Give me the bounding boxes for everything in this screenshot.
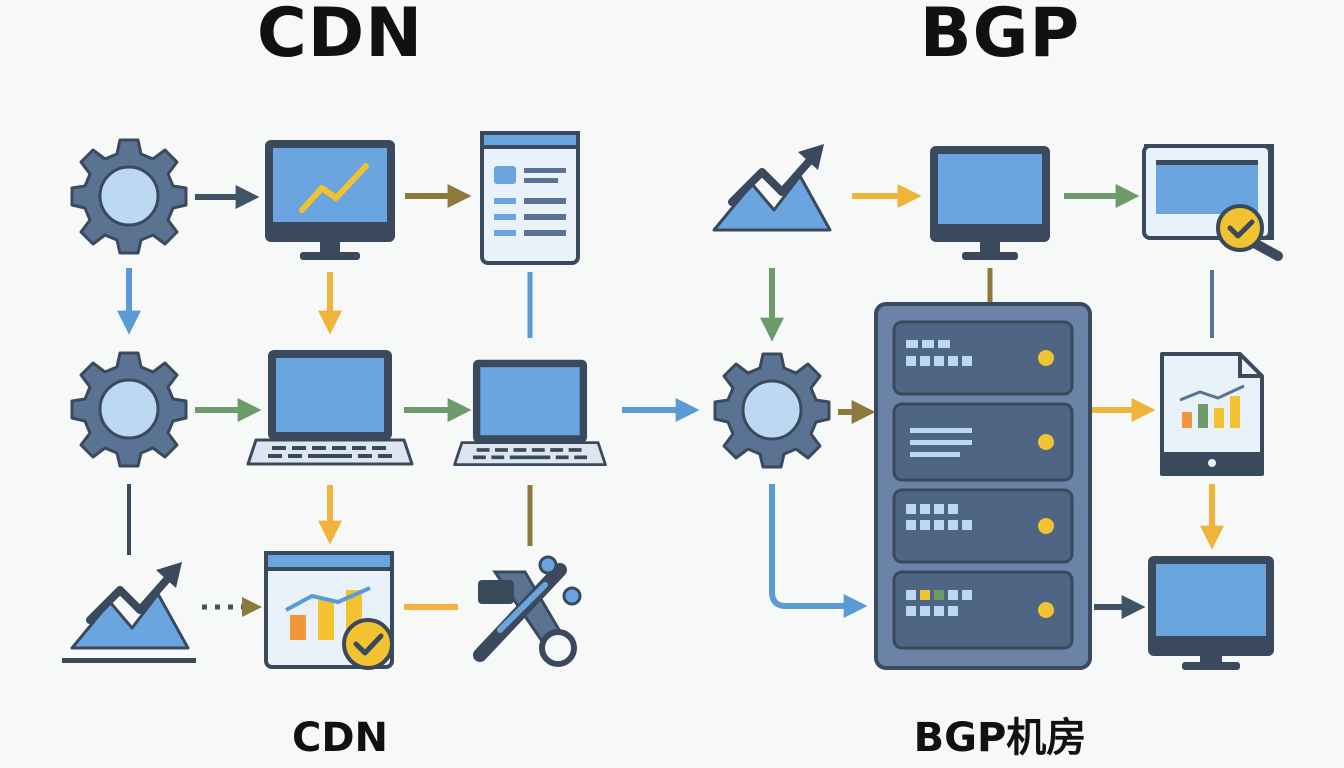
bgp-caption: BGP机房 [913,715,1087,761]
monitor-icon [1148,556,1274,670]
bgp-title: BGP [919,0,1081,73]
report-check-icon [264,551,394,670]
server-rack-icon [874,302,1092,670]
trend-chart-icon [714,144,830,230]
laptop-icon [453,358,607,467]
gear-icon [70,351,188,468]
cdn-title: CDN [256,0,424,73]
document-list-icon [480,131,580,265]
tools-icon [473,555,582,667]
monitor-search-icon [1142,144,1283,261]
laptop-icon [246,348,414,466]
gear-icon [70,138,188,255]
trend-chart-icon [72,562,188,648]
monitor-icon [930,146,1050,260]
arrow-gear-to-server-bottom [769,484,868,618]
tablet-chart-icon [1160,352,1264,476]
cdn-caption: CDN [291,715,389,761]
gear-icon [713,352,831,469]
network-diagram [62,131,1283,670]
monitor-chart-icon [265,140,395,260]
